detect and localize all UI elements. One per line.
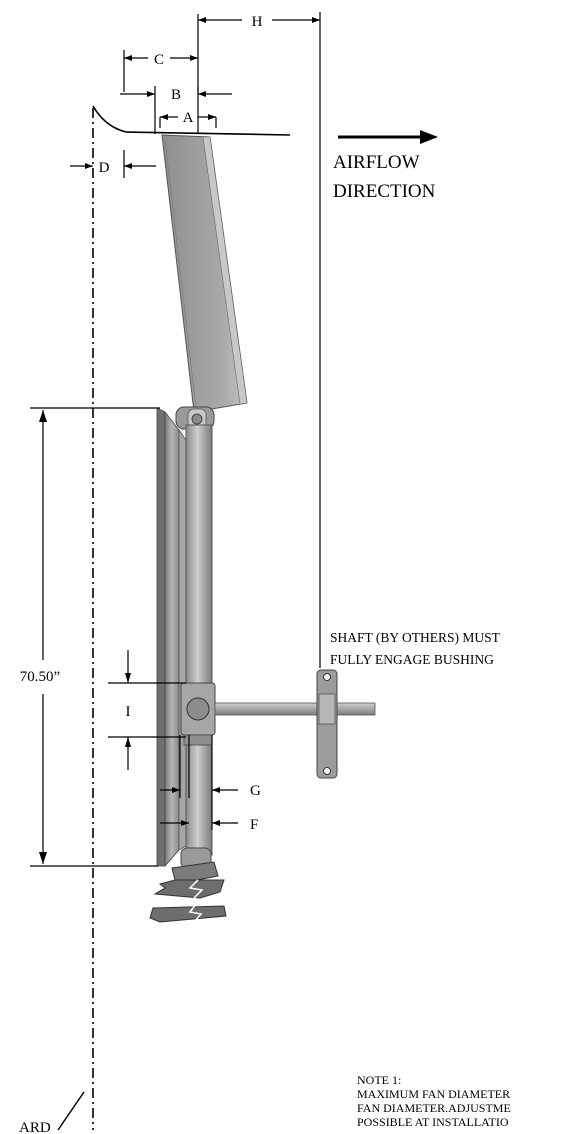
dimension-g-label: G xyxy=(250,783,261,799)
fan-blade xyxy=(161,134,248,413)
dimension-height xyxy=(30,407,160,867)
dimension-h xyxy=(198,12,321,668)
shaft-note-line2: FULLY ENGAGE BUSHING xyxy=(330,652,494,667)
dimension-i-label: I xyxy=(126,704,131,720)
dimension-d-label: D xyxy=(99,160,110,176)
blade-tip-curve xyxy=(92,105,291,136)
lower-hinge xyxy=(153,847,225,899)
dimension-c-label: C xyxy=(154,52,164,68)
dimension-b xyxy=(120,86,232,134)
airflow-label-line2: DIRECTION xyxy=(333,181,436,202)
dimension-d xyxy=(70,150,156,178)
dimension-i xyxy=(108,650,186,770)
guard-panel xyxy=(156,407,187,868)
note1-line3: POSSIBLE AT INSTALLATIO xyxy=(357,1115,509,1129)
dimension-g xyxy=(160,735,238,798)
shaft-arm xyxy=(214,702,376,716)
dimension-a-label: A xyxy=(183,110,194,126)
dimension-f xyxy=(160,735,238,830)
upper-hinge xyxy=(175,406,215,430)
dimension-b-label: B xyxy=(171,87,181,103)
dimension-height-label: 70.50” xyxy=(20,669,60,685)
note1-line2: FAN DIAMETER.ADJUSTME xyxy=(357,1101,511,1115)
note1-line1: MAXIMUM FAN DIAMETER xyxy=(357,1087,510,1101)
guard-label: ARD xyxy=(19,1120,51,1134)
broken-mount-bracket xyxy=(149,903,227,923)
bushing-block xyxy=(180,682,216,746)
main-support-pipe xyxy=(185,424,213,856)
airflow-label-line1: AIRFLOW xyxy=(333,152,420,173)
dimension-h-label: H xyxy=(252,14,263,30)
guard-leader-line xyxy=(57,1091,85,1131)
note1-title: NOTE 1: xyxy=(357,1073,401,1087)
pillow-block-bearing xyxy=(316,669,338,779)
dimension-c xyxy=(123,14,199,92)
dimension-a xyxy=(159,114,217,128)
shaft-note-line1: SHAFT (BY OTHERS) MUST xyxy=(330,630,501,645)
airflow-arrow xyxy=(338,130,438,144)
dimension-f-label: F xyxy=(250,817,258,833)
